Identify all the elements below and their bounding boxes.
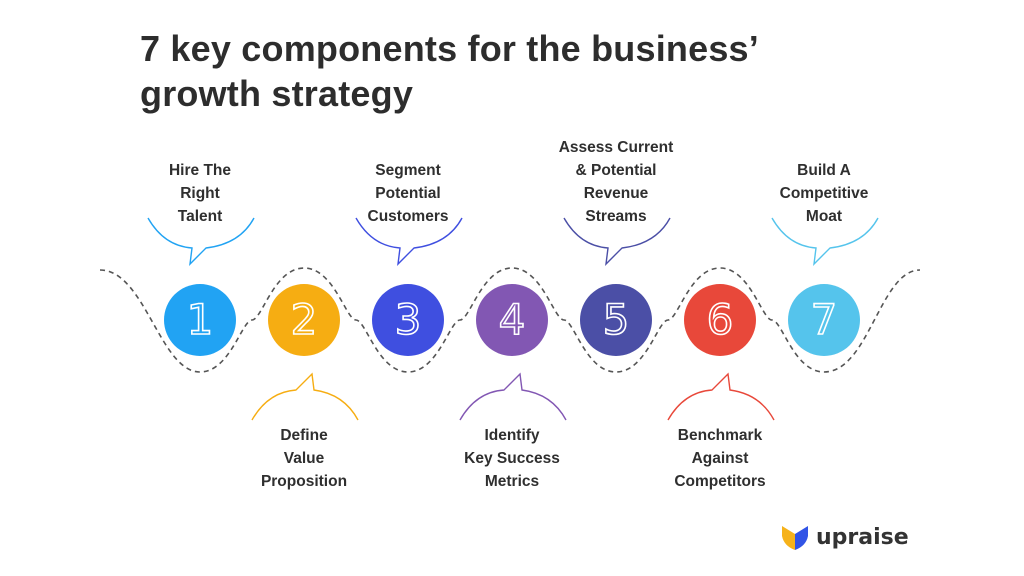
label-line: & Potential — [575, 162, 657, 179]
step-6-circle: 6 — [684, 284, 756, 356]
label-line: Revenue — [583, 185, 649, 202]
step-number: 2 — [291, 295, 318, 344]
title-line-2: growth strategy — [140, 73, 414, 114]
step-7-circle: 7 — [788, 284, 860, 356]
label-line: Value — [283, 450, 325, 467]
step-circle — [164, 284, 236, 356]
label-line: Customers — [367, 208, 449, 225]
step-4-circle: 4 — [476, 284, 548, 356]
label-line: Segment — [375, 162, 441, 179]
dashed-connector — [99, 267, 921, 373]
step-circle — [684, 284, 756, 356]
step-circle — [476, 284, 548, 356]
step-5-circle: 5 — [580, 284, 652, 356]
step-circle — [372, 284, 444, 356]
label-line: Build A — [797, 162, 851, 179]
label-line: Key Success — [464, 450, 560, 467]
label-line: Proposition — [260, 473, 348, 490]
label-line: Right — [180, 185, 220, 202]
step-number: 3 — [395, 295, 422, 344]
upraise-logo-icon — [782, 526, 808, 550]
step-circle — [580, 284, 652, 356]
step-3-bubble — [355, 217, 463, 266]
label-line: Talent — [177, 208, 223, 225]
step-7-bubble — [771, 217, 879, 266]
step-number: 1 — [187, 295, 214, 344]
step-number: 6 — [707, 295, 734, 344]
label-line: Competitive — [779, 185, 869, 202]
step-number: 7 — [811, 295, 838, 344]
label-line: Metrics — [484, 473, 540, 490]
step-5-bubble — [563, 217, 671, 266]
label-line: Streams — [585, 208, 647, 225]
label-line: Define — [280, 427, 328, 444]
label-line: Moat — [805, 208, 843, 225]
diagram-title: 7 key components for the business’ growt… — [140, 26, 900, 116]
step-1-circle: 1 — [164, 284, 236, 356]
title-line-1: 7 key components for the business’ — [140, 28, 759, 69]
label-line: Benchmark — [677, 427, 763, 444]
label-line: Assess Current — [558, 139, 674, 156]
step-circle — [788, 284, 860, 356]
step-2-circle: 2 — [268, 284, 340, 356]
step-number: 5 — [603, 295, 630, 344]
step-4-bubble — [459, 372, 567, 421]
label-line: Hire The — [168, 162, 231, 179]
step-6-bubble — [667, 372, 775, 421]
step-number: 4 — [499, 295, 526, 344]
label-line: Identify — [484, 427, 540, 444]
upraise-logo: upraise — [780, 520, 909, 554]
label-line: Against — [691, 450, 749, 467]
label-line: Potential — [375, 185, 441, 202]
label-line: Competitors — [674, 473, 766, 490]
step-1-bubble — [147, 217, 255, 266]
step-3-circle: 3 — [372, 284, 444, 356]
step-circle — [268, 284, 340, 356]
step-2-bubble — [251, 372, 359, 421]
logo-text: upraise — [816, 524, 909, 550]
